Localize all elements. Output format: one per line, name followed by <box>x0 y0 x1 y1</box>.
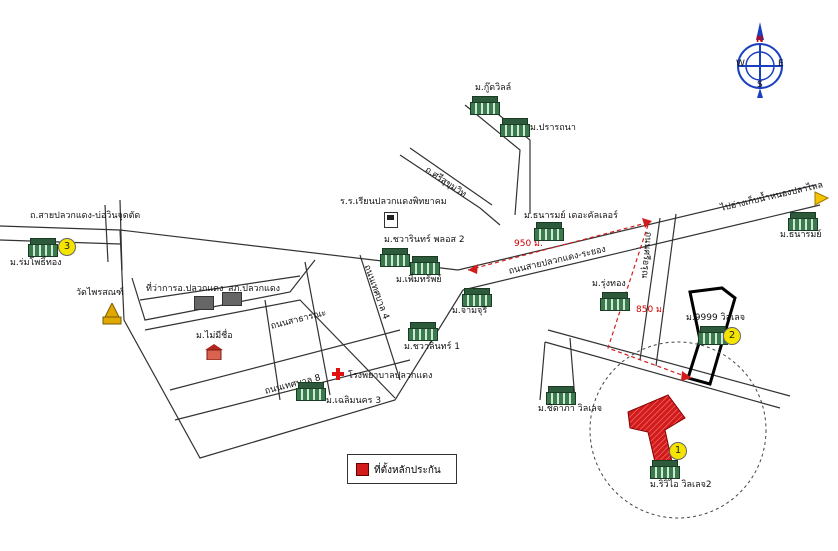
legend-swatch <box>356 463 369 476</box>
route-950 <box>467 221 651 271</box>
distance-850: 850 ม. <box>636 305 665 315</box>
house-icon <box>380 248 410 267</box>
label-mu-999: ม.9999 วิลเลจ <box>686 313 745 323</box>
school-icon <box>384 212 398 228</box>
route-850 <box>607 224 691 379</box>
compass-north: N <box>756 35 764 45</box>
house-icon <box>28 238 58 257</box>
direction-arrow <box>814 191 830 206</box>
marker-3: 3 <box>58 238 76 256</box>
lower-right-road-a <box>544 341 781 409</box>
house-icon <box>408 322 438 341</box>
label-mu-amata: ม.จามจุรี <box>452 306 488 316</box>
label-mu-permsap: ม.เพิ่มทรัพย์ <box>396 275 442 285</box>
label-hospital: โรงพยาบาลปลวกแดง <box>348 371 433 381</box>
label-police: สภ.ปลวกแดง <box>228 284 281 294</box>
house-icon <box>698 326 728 345</box>
label-road-left: ถ.สายปลวกแดง-บ่อวินจุดตัด <box>30 211 141 221</box>
compass-south: S <box>757 80 763 90</box>
house-icon <box>534 222 564 241</box>
label-mu-romphothong: ม.ร่มโพธิ์ทอง <box>10 258 62 268</box>
label-mu-chawarin1: ม.ชวาลินทร์ 1 <box>404 342 461 352</box>
label-school: ร.ร.เรียนปลวกแดงพิทยาคม <box>340 197 447 207</box>
house-icon <box>500 118 530 137</box>
house-red-icon <box>205 344 223 360</box>
marker-1: 1 <box>669 442 687 460</box>
building-icon <box>194 296 214 310</box>
label-temple: วัดไพรสณฑ์ <box>76 288 124 298</box>
house-icon <box>296 382 326 401</box>
house-icon <box>546 386 576 405</box>
label-mu-thanarom-east: ม.ธนารมย์ <box>780 230 822 240</box>
house-icon <box>470 96 500 115</box>
main-road-lower <box>462 204 821 291</box>
distance-950: 950 ม. <box>514 239 543 249</box>
radius-circle <box>589 341 767 519</box>
marker-2: 2 <box>723 327 741 345</box>
hospital-cross-icon <box>331 367 345 381</box>
legend-box: ที่ตั้งหลักประกัน <box>347 454 457 484</box>
compass-rose: N E S W <box>728 22 792 98</box>
compass-west: W <box>736 59 745 69</box>
house-icon <box>600 292 630 311</box>
building-icon <box>222 292 242 306</box>
compass-east: E <box>778 59 784 69</box>
town-block-street <box>139 275 301 301</box>
east-vertical-road-a <box>639 217 661 361</box>
house-icon <box>410 256 440 275</box>
temple-icon <box>102 303 122 325</box>
east-vertical-road-b <box>655 213 677 367</box>
label-district-office: ที่ว่าการอ.ปลวกแดง <box>146 284 224 294</box>
legend-label: ที่ตั้งหลักประกัน <box>374 465 441 476</box>
house-icon <box>650 460 680 479</box>
north-road-a <box>399 154 501 226</box>
label-mu-riviera: ม.ริวิไอ วิลเลจ2 <box>650 480 712 490</box>
label-mu-chalermnakorn3: ม.เฉลิมนคร 3 <box>326 396 382 406</box>
label-mu-chawarin2: ม.ชวารินทร์ พลอส 2 <box>384 235 465 245</box>
label-mu-chida: ม.ชิดาภา วิลเลจ <box>538 404 603 414</box>
house-icon <box>788 212 818 231</box>
label-mu-rungthong: ม.รุ่งทอง <box>592 279 626 289</box>
label-mu-gwin: ม.กู๊ดวิลล์ <box>475 83 512 93</box>
lower-right-road-b <box>547 329 791 397</box>
label-mu-thanarom: ม.ธนารมย์ เดอะคัลเลอร์ <box>524 211 618 221</box>
house-icon <box>462 288 492 307</box>
north-road-b <box>409 147 493 206</box>
label-mu-prathana: ม.ปรารถนา <box>530 123 576 133</box>
main-road-upper <box>457 184 816 271</box>
town-block-outline <box>119 229 464 459</box>
town-block-inner <box>131 259 316 321</box>
label-mu-mai-mi-chue: ม.ไม่มีชื่อ <box>196 331 233 341</box>
